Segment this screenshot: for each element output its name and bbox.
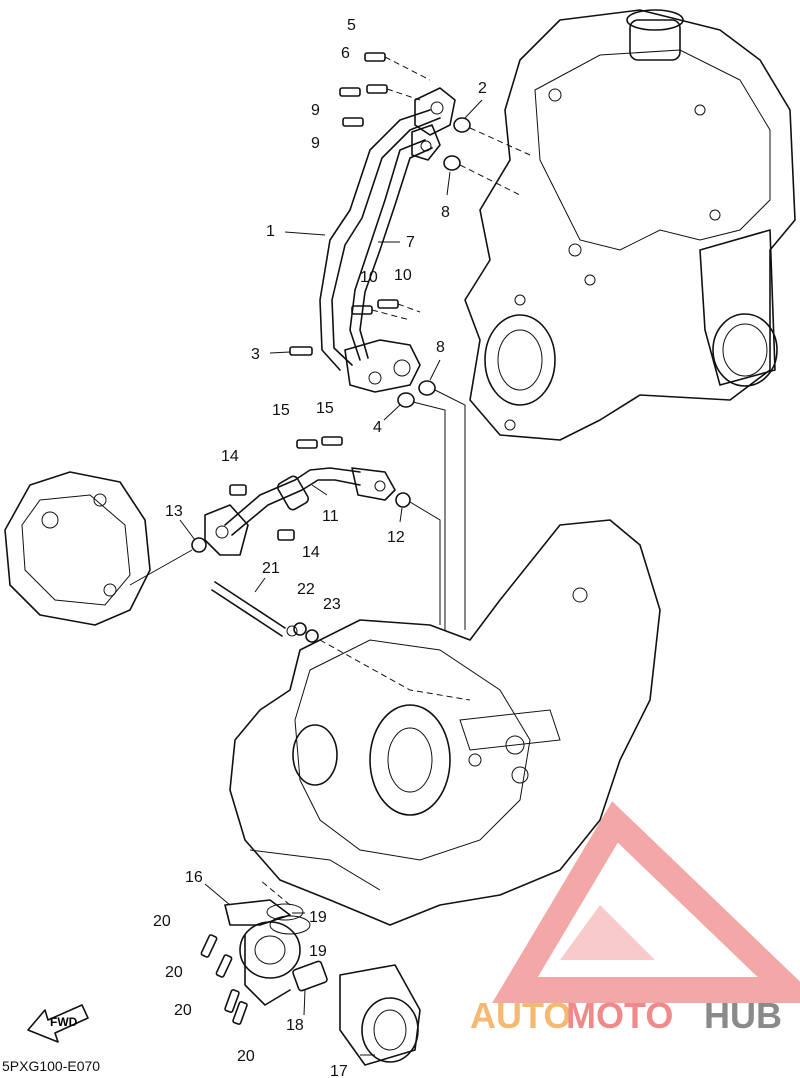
- callout-20d: 20: [237, 1048, 255, 1065]
- left-side-cover: [4, 471, 151, 626]
- fwd-label: FWD: [50, 1015, 78, 1029]
- callout-15b: 15: [316, 400, 334, 417]
- watermark-logo: [492, 801, 800, 1003]
- bolt-15a: [296, 439, 318, 449]
- callout-8b: 8: [436, 339, 445, 356]
- callout-14a: 14: [221, 448, 239, 465]
- callout-6: 6: [341, 45, 350, 62]
- callout-13: 13: [165, 503, 183, 520]
- callout-19a: 19: [309, 909, 327, 926]
- callout-18: 18: [286, 1017, 304, 1034]
- callout-11: 11: [322, 508, 339, 525]
- bolt-9b: [342, 117, 364, 127]
- bolt-10b: [377, 299, 399, 309]
- guide-lines: [129, 56, 531, 906]
- watermark-text: AUTO MOTO HUB: [470, 995, 782, 1036]
- bolt-20b: [215, 954, 233, 978]
- callout-17: 17: [330, 1063, 348, 1078]
- crankcase-cover-upper: [464, 9, 796, 441]
- bolt-20c: [224, 989, 240, 1013]
- oil-pipe-11: [204, 467, 396, 556]
- bolt-6: [366, 84, 388, 94]
- callout-20a: 20: [153, 913, 171, 930]
- callout-4: 4: [373, 419, 382, 436]
- callout-8a: 8: [441, 204, 450, 221]
- bolt-9a: [339, 87, 361, 97]
- callout-10b: 10: [394, 267, 412, 284]
- watermark-moto: MOTO: [566, 995, 673, 1036]
- bolt-5: [364, 52, 386, 62]
- watermark-hub: HUB: [704, 995, 782, 1036]
- callout-20c: 20: [174, 1002, 192, 1019]
- oil-pipe-assembly: [319, 87, 456, 393]
- callout-1: 1: [266, 223, 275, 240]
- fwd-arrow: FWD: [27, 1004, 89, 1043]
- callout-12: 12: [387, 529, 405, 546]
- callout-7: 7: [406, 234, 415, 251]
- callout-20b: 20: [165, 964, 183, 981]
- callout-5: 5: [347, 17, 356, 34]
- bolt-15b: [321, 436, 343, 446]
- callout-16: 16: [185, 869, 203, 886]
- callout-22: 22: [297, 581, 315, 598]
- callout-21: 21: [262, 560, 280, 577]
- rod-21: [211, 581, 298, 637]
- callout-23: 23: [323, 596, 341, 613]
- callout-numbers: 5 6 2 9 9 8 1 7 10 10 3 8 4 15 15 14 11 …: [153, 17, 487, 1078]
- bolt-14a: [229, 484, 247, 496]
- callout-10a: 10: [360, 269, 378, 286]
- crankcase-lower: [229, 519, 661, 926]
- callout-14b: 14: [302, 544, 320, 561]
- bolt-3: [289, 346, 313, 356]
- callout-15a: 15: [272, 402, 290, 419]
- callout-3: 3: [251, 346, 260, 363]
- o-rings: [191, 117, 471, 643]
- callout-9a: 9: [311, 102, 320, 119]
- watermark-auto: AUTO: [470, 995, 571, 1036]
- bolt-20d: [232, 1001, 248, 1025]
- callout-19b: 19: [309, 943, 327, 960]
- bolt-20a: [200, 934, 218, 958]
- drawing-code: 5PXG100-E070: [2, 1058, 101, 1074]
- callout-9b: 9: [311, 135, 320, 152]
- callout-leaders: [179, 99, 483, 1056]
- bolt-14b: [277, 529, 295, 541]
- callout-2: 2: [478, 80, 487, 97]
- oil-filter-assembly: [224, 899, 421, 1066]
